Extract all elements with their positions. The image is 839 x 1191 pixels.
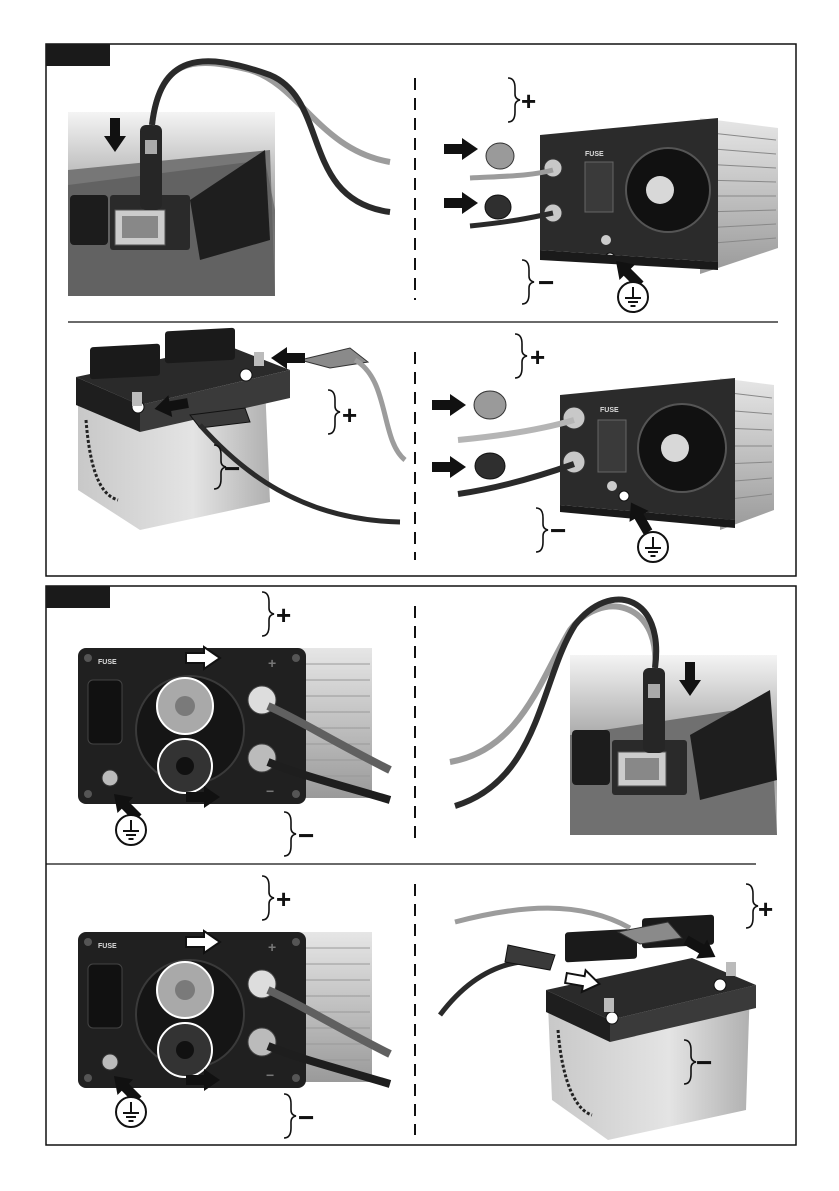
terminal-cap-red	[474, 391, 506, 419]
arrow-icon	[444, 192, 478, 214]
inverter-icon: FUSE	[540, 118, 778, 274]
brace-icon	[328, 390, 340, 434]
minus-label: −	[550, 515, 566, 546]
cigarette-plug-icon	[643, 668, 665, 753]
plus-label: +	[342, 400, 357, 430]
arrow-icon	[432, 394, 466, 416]
fuse-label: FUSE	[98, 943, 117, 950]
minus-label: −	[298, 820, 314, 851]
plus-label: +	[521, 86, 536, 116]
plus-label: +	[276, 600, 291, 630]
car-socket-scene	[570, 655, 777, 835]
clamp-icon	[300, 348, 368, 368]
panel-1: FUSE + −	[46, 44, 796, 576]
arrow-icon	[444, 138, 478, 160]
terminal-cap-black	[475, 453, 505, 479]
panel-1-badge	[46, 44, 110, 66]
brace-icon	[284, 1094, 296, 1138]
minus-label: −	[298, 1102, 314, 1133]
panel-2-badge	[46, 586, 110, 608]
fuse-label: FUSE	[600, 407, 619, 414]
brace-icon	[515, 334, 527, 378]
battery-icon	[546, 915, 756, 1140]
cigarette-plug-icon	[140, 125, 162, 210]
fuse-label: FUSE	[585, 151, 604, 158]
minus-marking: −	[266, 1067, 274, 1083]
car-socket-scene	[68, 112, 275, 296]
inverter-icon: FUSE	[560, 378, 774, 530]
terminal-cap-black	[485, 195, 511, 219]
brace-icon	[508, 78, 520, 122]
plus-marking: +	[268, 655, 276, 671]
minus-label: −	[224, 453, 240, 484]
ground-symbol-icon	[116, 815, 146, 845]
minus-label: −	[696, 1047, 712, 1078]
battery-icon	[76, 328, 290, 530]
brace-icon	[522, 260, 534, 304]
plus-marking: +	[268, 939, 276, 955]
brace-icon	[746, 884, 758, 928]
brace-icon	[536, 508, 548, 552]
minus-label: −	[538, 267, 554, 298]
plus-label: +	[758, 894, 773, 924]
fuse-label: FUSE	[98, 659, 117, 666]
panel-2: FUSE + − + −	[46, 586, 796, 1145]
ground-symbol-icon	[638, 532, 668, 562]
minus-marking: −	[266, 783, 274, 799]
plus-label: +	[276, 884, 291, 914]
brace-icon	[262, 876, 274, 920]
brace-icon	[284, 812, 296, 856]
arrow-icon	[432, 456, 466, 478]
brace-icon	[262, 592, 274, 636]
clamp-icon	[505, 945, 555, 970]
terminal-cap-red	[486, 143, 514, 169]
ground-symbol-icon	[618, 282, 648, 312]
ground-symbol-icon	[116, 1097, 146, 1127]
plus-label: +	[530, 342, 545, 372]
